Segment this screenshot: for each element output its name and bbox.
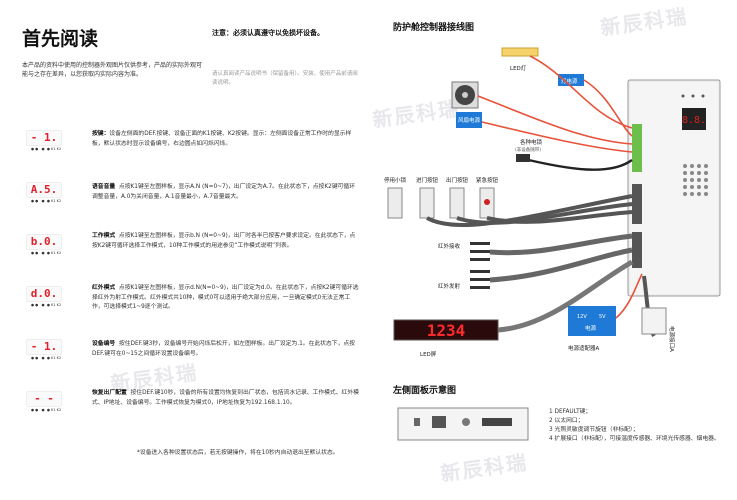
key-labels: ● ● ● ● K1 K2: [31, 199, 62, 203]
seg-display: - 1.: [26, 339, 62, 355]
fan-power-label: 风扇电源: [458, 116, 481, 124]
lock-icon: [516, 154, 530, 162]
row-volume: 语音音量 点按K1键至左图样板，显示A.N (N=0~7)，出厂设定为A.7。在…: [92, 184, 356, 200]
wiring-diagram: 8.8. LED灯 灯电源 风扇电源 各种电锁 (非设备随带) 停用小锁 进门按…: [384, 47, 721, 358]
seg-display: A.5.: [26, 182, 62, 198]
display-thumb: - - ● ● ● ● K1 K2: [22, 389, 64, 417]
expansion-port: [482, 418, 512, 426]
power-5v: 5V: [599, 314, 606, 320]
key-labels: ● ● ● ● K1 K2: [31, 303, 62, 307]
watermark: 新辰科瑞: [598, 3, 690, 40]
terminal-green: [632, 124, 642, 172]
led-strip: [501, 47, 539, 57]
panel-title: 左侧面板示意图: [393, 386, 457, 396]
row-device-id: 设备编号 按住DEF.键3秒，设备编号开始闪烁后松开，如左图样板。出厂设定为.1…: [92, 341, 355, 357]
exit-button-icon: [449, 187, 465, 219]
seg-display: - -: [26, 391, 62, 407]
legend-item: 3 光照灵敏度调节旋钮（非标配）；: [549, 427, 639, 433]
default-key: [414, 418, 420, 426]
key-labels: ● ● ● ● K1 K2: [31, 147, 62, 151]
seg-display: - 1.: [26, 130, 62, 146]
light-power-label: 灯电源: [561, 77, 578, 85]
display-thumb: A.5. ● ● ● ● K1 K2: [22, 180, 64, 208]
power-word: 电源: [585, 324, 597, 332]
lock-label: 各种电锁: [520, 138, 543, 146]
led-screen-label: LED屏: [420, 351, 437, 358]
display-thumb: - 1. ● ● ● ● K1 K2: [22, 337, 64, 365]
key-labels: ● ● ● ● K1 K2: [31, 356, 62, 360]
watermark: 新辰科瑞: [438, 449, 530, 486]
panel-diagram: [397, 407, 529, 441]
btn4-label: 紧急按钮: [476, 176, 499, 184]
intro-text: 本产品的资料中使用的控制器外观图片仅供参考，产品的实际外观可能与之存在差异，以您…: [22, 62, 203, 78]
sensitivity-knob: [462, 418, 470, 426]
controller-display-digits: 8.8.: [682, 115, 706, 126]
ir-send-label: 红外发射: [438, 282, 461, 290]
notice-text: 注意：必须认真遵守以免损坏设备。: [212, 29, 324, 37]
seg-display: d.0.: [26, 286, 62, 302]
display-thumb: d.0. ● ● ● ● K1 K2: [22, 284, 64, 312]
row-factory-reset: 恢复出厂配置 按住DEF.键10秒，设备的所有设置均恢复到出厂状态，包括流水记录…: [92, 390, 359, 406]
enter-button-icon: [419, 187, 435, 219]
power-iface-label: 电源接口A: [668, 326, 676, 352]
lock-switch-icon: [387, 187, 403, 219]
light-power-box: [558, 74, 584, 86]
key-labels: ● ● ● ● K1 K2: [31, 251, 62, 255]
lock-sub-label: (非设备随带): [515, 146, 541, 153]
footnote: *设备进入各种设置状态后，若无按键操作，将在10秒内自动退出至默认状态。: [137, 450, 339, 456]
power-adapter-label: 电源适配器A: [568, 344, 600, 352]
led-light-label: LED灯: [510, 64, 527, 72]
key-labels: ● ● ● ● K1 K2: [31, 408, 62, 412]
row-ir-mode: 红外模式 点按K1键至左图样板，显示d.N(N=0~9)，出厂设定为d.0。在此…: [92, 285, 359, 310]
display-thumb: - 1. ● ● ● ● K1 K2: [22, 128, 64, 156]
btn1-label: 停用小锁: [384, 176, 407, 184]
wiring-title: 防护舱控制器接线图: [393, 23, 475, 33]
grey-note: 请认真阅读产品说明书（保留备用）。安装、使用产品前请阅读说明。: [212, 71, 358, 86]
ethernet-port: [432, 416, 446, 428]
controller-display: [682, 108, 706, 130]
btn3-label: 出门按钮: [446, 176, 469, 184]
ir-recv-label: 红外接收: [438, 242, 461, 250]
display-thumb: b.0. ● ● ● ● K1 K2: [22, 232, 64, 260]
fan-power-box: [456, 112, 482, 128]
row-keys: 按键：设备左侧面的DEF.按键、设备正面的K1按键、K2按键。显示：左侧面设备正…: [92, 131, 352, 147]
led-screen-digits: 1234: [427, 321, 466, 340]
terminal-dark: [632, 232, 642, 268]
legend-item: 1 DEFAULT键；: [549, 409, 592, 415]
power-12v: 12V: [577, 314, 587, 320]
power-jack-icon: [641, 307, 667, 335]
page-title: 首先阅读: [22, 28, 99, 50]
row-work-mode: 工作模式 点按K1键至左图样板，显示b.N (N=0~9)，出厂时各半已按客户要…: [92, 233, 356, 249]
terminal-dark: [632, 184, 642, 224]
power-adapter-box: [568, 306, 616, 336]
panel-legend: 1 DEFAULT键； 2 以太网口； 3 光照灵敏度调节旋钮（非标配）； 4 …: [549, 408, 729, 444]
btn2-label: 进门按钮: [416, 176, 439, 184]
legend-item: 2 以太网口；: [549, 418, 584, 424]
speaker-grille: [683, 164, 708, 196]
seg-display: b.0.: [26, 234, 62, 250]
legend-item: 4 扩展接口（非标配），可接温度传感器、环境光传感器、烟电器。: [549, 436, 720, 442]
